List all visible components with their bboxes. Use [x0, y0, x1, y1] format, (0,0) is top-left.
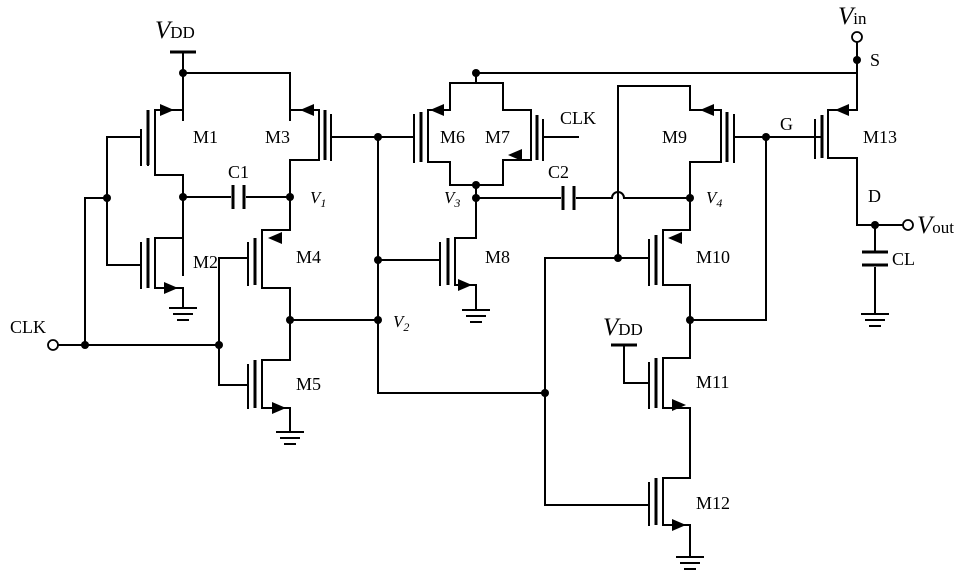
vdd-main-label: VDD [155, 17, 195, 44]
transistor-m4 [219, 230, 290, 360]
cl-label: CL [892, 249, 915, 269]
clk-input-label: CLK [10, 317, 46, 337]
v2-label: V2 [393, 312, 409, 334]
capacitor-c2 [563, 186, 690, 210]
node-d-label: D [868, 186, 881, 206]
transistor-m13 [815, 42, 857, 225]
m6-label: M6 [440, 127, 465, 147]
c1-label: C1 [228, 162, 249, 182]
m3-label: M3 [265, 127, 290, 147]
stage-3 [545, 42, 903, 569]
vout-label: Vout [917, 212, 954, 239]
vdd-rail-wire [183, 52, 290, 120]
vin-bus [450, 73, 857, 110]
m5-label: M5 [296, 374, 321, 394]
clk-input-terminal [48, 340, 58, 350]
m10-label: M10 [696, 247, 730, 267]
m11-label: M11 [696, 372, 729, 392]
m13-label: M13 [863, 127, 897, 147]
m8-label: M8 [485, 247, 510, 267]
transistor-m1 [107, 104, 183, 275]
node-s-label: S [870, 50, 880, 70]
v4-label: V4 [706, 188, 722, 210]
vout-terminal [903, 220, 913, 230]
m2-label: M2 [193, 252, 218, 272]
m4-label: M4 [296, 247, 321, 267]
m1-label: M1 [193, 127, 218, 147]
vin-label: Vin [838, 3, 867, 30]
vdd-m11-label: VDD [603, 314, 643, 341]
transistor-m5 [219, 345, 303, 444]
transistor-m3 [290, 104, 378, 230]
transistor-m9 [690, 104, 822, 230]
m7-label: M7 [485, 127, 510, 147]
clk-m7-label: CLK [560, 108, 596, 128]
capacitor-c1 [183, 185, 290, 209]
c2-label: C2 [548, 162, 569, 182]
vin-terminal [852, 32, 862, 42]
stage-1 [57, 52, 378, 444]
v2-bus [378, 137, 545, 393]
transistor-m8 [440, 238, 489, 322]
m9-label: M9 [662, 127, 687, 147]
transistor-m12 [545, 258, 703, 569]
load-capacitor-cl [857, 225, 903, 326]
node-g-label: G [780, 114, 793, 134]
v3-label: V3 [444, 188, 460, 210]
transistor-m11 [611, 345, 690, 478]
m12-label: M12 [696, 493, 730, 513]
v1-label: V1 [310, 188, 326, 210]
